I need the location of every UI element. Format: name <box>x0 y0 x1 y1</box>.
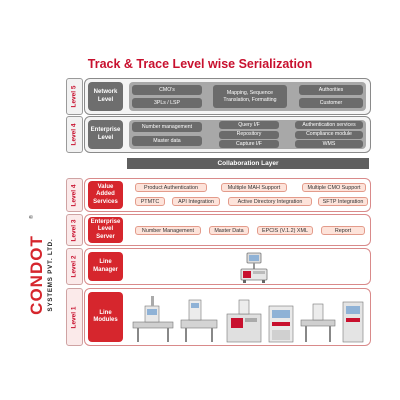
repository-box: Repository <box>219 130 279 139</box>
machine-6-image <box>342 301 364 343</box>
level-3-label: Level 3 <box>71 218 79 242</box>
collaboration-layer-bar: Collaboration Layer <box>127 158 369 169</box>
number-management-server-box: Number Management <box>135 226 201 235</box>
machine-5-image <box>300 303 336 342</box>
level-4-label-upper: Level 4 <box>71 123 79 146</box>
3pls-lsp-box: 3PLs / LSP <box>132 98 202 108</box>
level-2-label: Level 2 <box>71 255 79 278</box>
report-box: Report <box>321 226 365 235</box>
sftp-integration-box: SFTP Integration <box>318 197 368 206</box>
ptmtc-box: PTMTC <box>135 197 165 206</box>
master-data-server-box: Master Data <box>209 226 249 235</box>
level-5-label: Level 5 <box>71 85 79 108</box>
level-4-tag-upper: Level 4 <box>66 116 83 153</box>
master-data-box: Master data <box>132 136 202 146</box>
svg-text:®: ® <box>28 215 35 219</box>
machine-1-image <box>132 296 174 342</box>
machine-2-image <box>180 299 218 342</box>
epcis-xml-box: EPCIS (V.1.2) XML <box>257 226 313 235</box>
capture-if-box: Capture I/F <box>219 140 279 148</box>
number-management-box: Number management <box>132 122 202 132</box>
wms-box: WMS <box>295 140 363 148</box>
enterprise-level-panel: Number management Master data Query I/F … <box>129 120 366 149</box>
diagram-title: Track & Trace Level wise Serialization <box>87 57 313 71</box>
authorities-box: Authorities <box>299 85 363 95</box>
line-modules-machines-image <box>132 296 364 343</box>
svg-text:SYSTEMS PVT. LTD.: SYSTEMS PVT. LTD. <box>47 239 54 312</box>
line-manager-terminal-image <box>240 252 268 283</box>
authentication-services-box: Authentication services <box>295 121 363 129</box>
level-4-tag-lower: Level 4 <box>66 178 83 212</box>
machine-3-image <box>226 299 262 343</box>
level-2-tag: Level 2 <box>66 248 83 285</box>
svg-text:CONDOT: CONDOT <box>27 235 46 315</box>
query-if-box: Query I/F <box>219 121 279 129</box>
machine-4-image <box>268 305 294 343</box>
condot-logo: CONDOT ® SYSTEMS PVT. LTD. <box>27 215 54 315</box>
multiple-mah-support-box: Multiple MAH Support <box>221 183 287 192</box>
cmos-box: CMO's <box>132 85 202 95</box>
level-4-label-lower: Level 4 <box>71 183 79 207</box>
level-3-tag: Level 3 <box>66 214 83 246</box>
product-authentication-box: Product Authentication <box>135 183 207 192</box>
level-5-tag: Level 5 <box>66 78 83 115</box>
network-level-panel: CMO's 3PLs / LSP Mapping, Sequence Trans… <box>129 82 366 111</box>
mapping-box: Mapping, Sequence Translation, Formattin… <box>213 85 287 108</box>
customer-box: Customer <box>299 98 363 108</box>
active-directory-integration-box: Active Directory Integration <box>228 197 312 206</box>
multiple-cmo-support-box: Multiple CMO Support <box>302 183 366 192</box>
api-integration-box: API Integration <box>172 197 220 206</box>
level-1-tag: Level 1 <box>66 288 83 346</box>
compliance-module-box: Compliance module <box>295 130 363 139</box>
level-1-label: Level 1 <box>71 305 79 329</box>
